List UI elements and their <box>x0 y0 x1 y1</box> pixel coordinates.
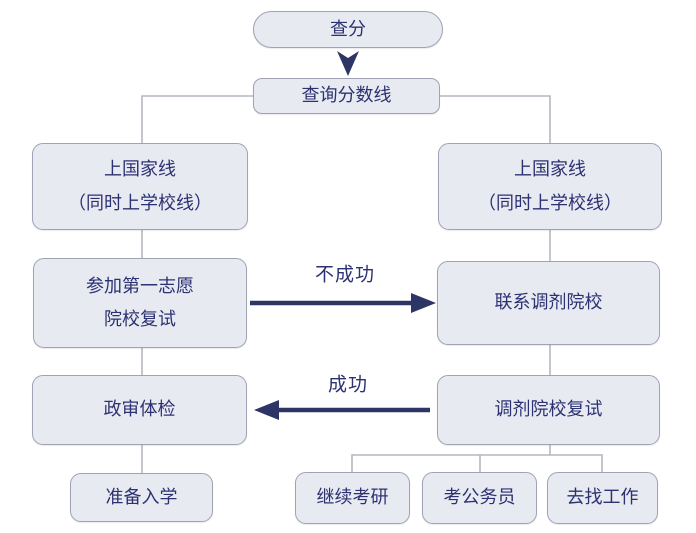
node-right-above-national-line: 上国家线 （同时上学校线） <box>438 143 662 230</box>
arrow-right-icon <box>411 293 436 313</box>
connector-top-right <box>440 95 551 143</box>
node-adjustment-school-retest: 调剂院校复试 <box>437 375 660 445</box>
node-prepare-enrollment: 准备入学 <box>70 473 213 522</box>
node-continue-postgraduate-exam: 继续考研 <box>295 472 410 524</box>
node-first-choice-retest: 参加第一志愿 院校复试 <box>33 258 247 348</box>
edge-label-successful: 成功 <box>327 374 369 396</box>
node-check-score: 查分 <box>253 11 443 48</box>
arrow-down-icon <box>337 51 359 76</box>
node-left-above-national-line: 上国家线 （同时上学校线） <box>32 143 248 230</box>
node-political-review-physical: 政审体检 <box>32 375 247 445</box>
node-check-cutoff-line: 查询分数线 <box>253 78 440 114</box>
node-civil-service-exam: 考公务员 <box>422 472 537 524</box>
node-find-job: 去找工作 <box>547 472 658 524</box>
connector-top-left <box>141 95 253 143</box>
edge-label-unsuccessful: 不成功 <box>314 264 376 286</box>
connector-branch <box>351 454 603 472</box>
arrow-left-icon <box>254 400 279 420</box>
node-contact-adjustment-school: 联系调剂院校 <box>437 261 660 345</box>
